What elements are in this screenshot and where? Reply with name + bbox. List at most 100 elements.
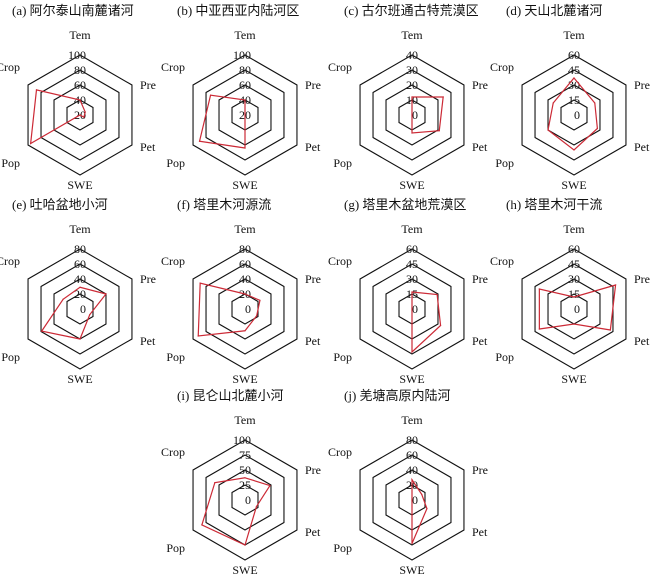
axis-label-pop: Pop [495,350,514,364]
data-series [411,291,442,354]
tick-label: 0 [574,108,580,122]
axis-label-crop: Crop [161,254,185,268]
axis-label-crop: Crop [0,254,20,268]
data-point-crop [411,114,413,116]
tick-label: 60 [239,257,251,271]
axis-label-crop: Crop [161,445,185,459]
axis-label-pet: Pet [472,525,488,539]
data-point-pre [105,293,107,295]
data-point-pre [436,293,438,296]
grid-ring [192,439,298,561]
tick-label: 60 [406,242,418,256]
tick-label: 60 [239,78,251,92]
data-point-tem [411,96,413,98]
axis-label-pet: Pet [472,334,488,348]
data-point-crop [552,102,554,104]
data-point-pop [547,129,549,131]
axis-label-crop: Crop [490,254,514,268]
tick-label: 80 [74,242,86,256]
grid-ring [521,248,627,370]
axis-label-tem: Tem [401,28,423,42]
tick-label: 0 [412,302,418,316]
data-point-pet [596,127,598,130]
data-point-pet [256,315,258,317]
axis-label-pre: Pre [305,78,321,92]
panel-title: (b) 中亚西亚内陆河区 [177,3,299,18]
tick-label: 45 [568,257,580,271]
data-point-pet [439,324,442,327]
axis-label-swe: SWE [67,372,92,386]
grid-ring [192,54,298,176]
grid-ring [534,263,614,355]
axis-label-pop: Pop [1,156,20,170]
grid-ring [385,84,439,146]
data-series [411,477,428,544]
tick-label: 25 [239,478,251,492]
data-point-swe [244,544,246,546]
axis-label-pre: Pre [472,463,488,477]
grid-ring [218,278,272,340]
data-point-pop [201,524,203,526]
grid-ring [66,99,94,131]
tick-label: 15 [568,287,580,301]
data-point-swe [411,542,413,545]
tick-label: 60 [74,257,86,271]
data-point-crop [62,298,64,300]
data-point-pre [614,284,617,286]
grid-ring [205,69,285,161]
grid-ring [534,69,614,161]
axis-label-pop: Pop [333,350,352,364]
axis-label-pet: Pet [140,140,156,154]
axis-label-pre: Pre [634,272,650,286]
data-point-pet [244,114,246,116]
radar-panel: (c) 古尔班通古特荒漠区010203040TemPrePetSWEPopCro… [328,3,488,192]
grid-ring [205,263,285,355]
axis-label-swe: SWE [232,178,257,192]
data-point-swe [244,147,246,149]
grid-ring [359,439,465,561]
data-point-pet [83,116,85,118]
grid-ring [40,263,120,355]
axis-label-pet: Pet [634,334,650,348]
data-series [201,477,271,546]
tick-label: 100 [233,48,251,62]
data-point-pre [594,102,596,104]
tick-label: 0 [412,108,418,122]
grid-ring [359,54,465,176]
panel-title: (a) 阿尔泰山南麓诸河 [12,3,134,18]
data-point-pre [269,485,271,487]
tick-label: 20 [74,287,86,301]
data-point-tem [244,293,246,295]
tick-label: 60 [568,48,580,62]
panel-title: (i) 昆仑山北麓小河 [177,388,284,403]
axis-label-pop: Pop [333,541,352,555]
axis-label-pet: Pet [305,140,321,154]
axis-label-pre: Pre [140,272,156,286]
axis-label-pre: Pre [472,78,488,92]
grid-ring [547,278,601,340]
data-series [411,96,444,134]
axis-label-tem: Tem [234,28,256,42]
axis-label-swe: SWE [399,372,424,386]
data-point-pet [255,506,258,508]
grid-ring [53,84,107,146]
grid-ring [40,69,120,161]
grid-ring [521,54,627,176]
data-point-tem [79,99,81,101]
data-point-pet [426,508,428,510]
axis-label-pop: Pop [166,541,185,555]
axis-label-swe: SWE [232,563,257,575]
data-point-crop [199,282,201,284]
tick-label: 80 [239,63,251,77]
data-point-swe [244,330,246,332]
data-point-pop [198,140,201,142]
axis-label-pop: Pop [1,350,20,364]
axis-label-crop: Crop [328,254,352,268]
data-point-pop [197,335,199,337]
tick-label: 80 [239,242,251,256]
tick-label: 60 [406,448,418,462]
panel-title: (c) 古尔班通古特荒漠区 [344,3,479,18]
panel-title: (j) 羌塘高原内陆河 [344,388,451,403]
